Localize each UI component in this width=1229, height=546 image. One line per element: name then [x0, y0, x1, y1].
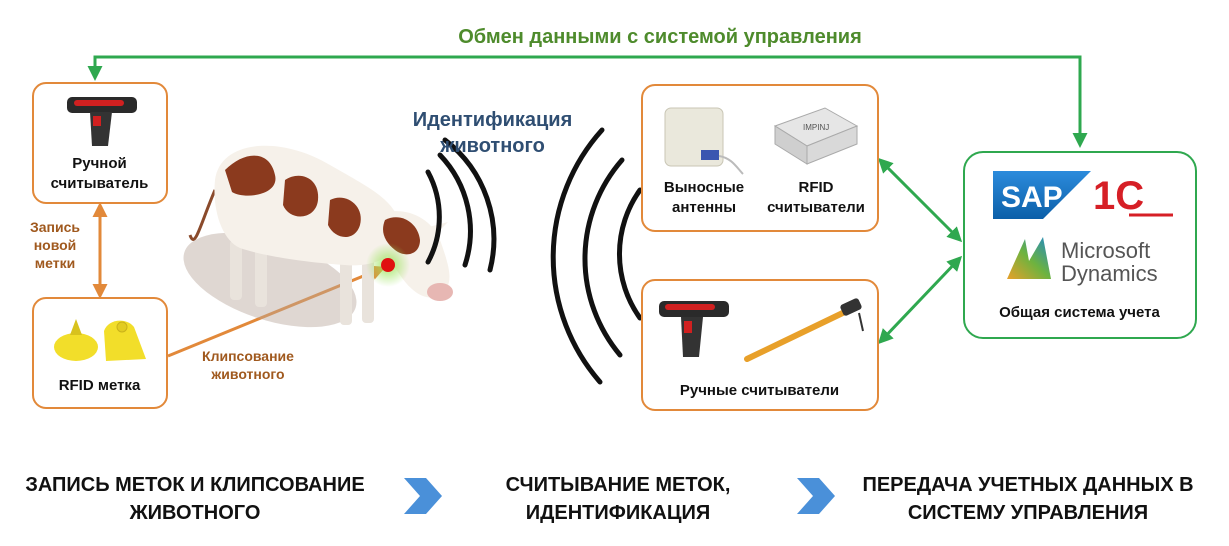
sap-logo-icon: SAP	[993, 171, 1091, 219]
antenna-icon	[664, 107, 744, 175]
antennas-label: Выносные антенны	[663, 179, 745, 216]
exchange-arrow-line	[87, 55, 1088, 148]
handhelds-system-arrow	[877, 255, 963, 345]
ms-logo-line1: Microsoft	[1061, 238, 1151, 263]
step1-label: ЗАПИСЬ МЕТОК И КЛИПСОВАНИЕ ЖИВОТНОГО	[25, 474, 365, 524]
onec-logo-icon: 1С	[1093, 174, 1173, 218]
wand-reader-icon	[744, 298, 864, 362]
handheld-readers-box: Ручные считыватели	[641, 279, 879, 411]
cow-illustration	[183, 145, 453, 328]
radio-waves	[425, 127, 643, 385]
handheld-reader-label: Ручной считыватель	[50, 155, 149, 192]
chevron-step1-icon	[404, 478, 442, 514]
write-new-tag-label: Запись новой метки	[29, 219, 80, 272]
impinj-logo: IMPINJ	[803, 123, 829, 132]
accounting-system-box: SAP 1С Microsoft Dynamics Общая система …	[963, 151, 1197, 339]
accounting-system-label: Общая система учета	[999, 304, 1160, 321]
ms-dynamics-icon	[1007, 237, 1051, 279]
rfid-tag-label: RFID метка	[58, 377, 141, 394]
handheld-readers-label: Ручные считыватели	[679, 382, 840, 399]
handheld-reader-box: Ручной считыватель	[32, 82, 168, 204]
onec-logo-text: 1С	[1093, 174, 1144, 218]
step2-label: СЧИТЫВАНИЕ МЕТОК, ИДЕНТИФИКАЦИЯ	[505, 474, 731, 524]
handheld-reader-icon	[67, 97, 137, 146]
fixed-readers-box: IMPINJ Выносные антенны RFID считыватели	[641, 84, 879, 232]
rfid-reader-device-icon: IMPINJ	[773, 107, 859, 165]
readers-system-arrow	[877, 157, 963, 243]
rfid-tag-box: RFID метка	[32, 297, 168, 409]
step3-label: ПЕРЕДАЧА УЧЕТНЫХ ДАННЫХ В СИСТЕМУ УПРАВЛ…	[862, 474, 1194, 524]
exchange-label: Обмен данными с системой управления	[458, 26, 862, 48]
clipping-label: Клипсование животного	[202, 348, 294, 383]
rfid-readers-label: RFID считыватели	[767, 179, 865, 216]
ms-logo-line2: Dynamics	[1061, 261, 1158, 287]
handheld-reader-icon-2	[659, 301, 729, 357]
sap-logo-text: SAP	[1001, 181, 1063, 214]
identification-label: Идентификация животного	[412, 109, 573, 157]
ear-tag-icon	[54, 319, 146, 361]
chevron-step2-icon	[797, 478, 835, 514]
